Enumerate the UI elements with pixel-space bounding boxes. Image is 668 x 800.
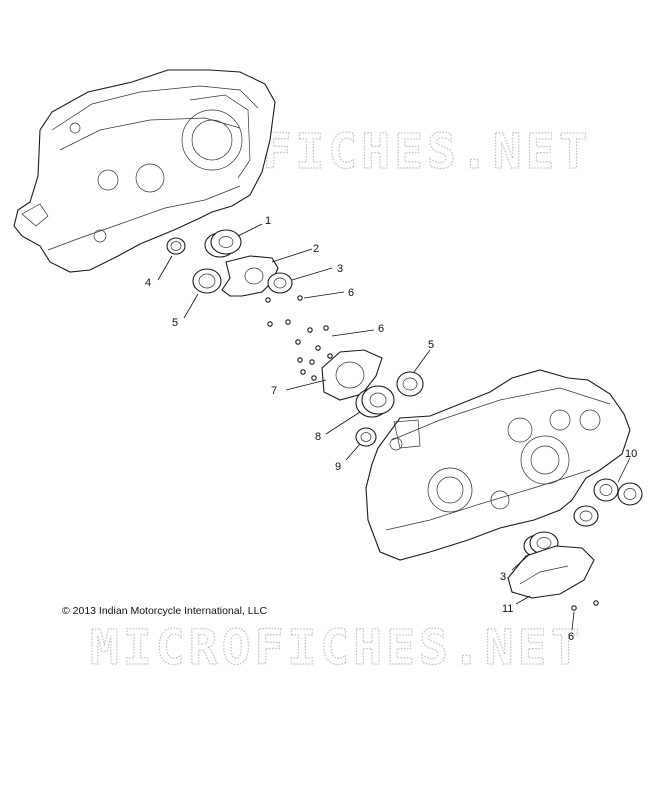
upper-bearing-1 (204, 229, 242, 258)
upper-seal-5 (192, 268, 222, 294)
callout-7: 7 (271, 385, 277, 397)
callout-9: 9 (335, 461, 341, 473)
plate-7 (321, 349, 383, 401)
seal-10b (617, 482, 643, 506)
callout-3: 3 (337, 263, 343, 275)
bearing-lower-right (573, 505, 599, 527)
callout-1: 1 (265, 215, 271, 227)
callout-5b: 5 (428, 339, 434, 351)
upper-plate-2 (221, 255, 279, 297)
callout-11: 11 (502, 603, 513, 615)
callout-labels: 1 2 3 4 5 6 6 7 8 9 5 10 3 11 6 (145, 215, 637, 643)
upper-bearing-3 (267, 272, 293, 294)
callout-5: 5 (172, 317, 178, 329)
callout-8: 8 (315, 431, 321, 443)
bearing-8 (355, 385, 395, 418)
leader-lines (157, 223, 631, 631)
plate-11 (507, 545, 595, 599)
upper-bolts (265, 295, 333, 381)
upper-seal-4 (166, 237, 186, 255)
lower-bolts (571, 600, 599, 611)
seal-10a (593, 478, 619, 502)
callout-6: 6 (348, 287, 354, 299)
seal-5-middle (396, 371, 424, 397)
watermark-bottom: MICROFICHES.NET (90, 620, 583, 676)
copyright-text: © 2013 Indian Motorcycle International, … (62, 605, 268, 617)
seal-9 (355, 427, 377, 447)
callout-2: 2 (313, 243, 319, 255)
callout-10: 10 (625, 448, 637, 460)
callout-3b: 3 (500, 571, 506, 583)
lower-crankcase (365, 369, 631, 561)
callout-4: 4 (145, 277, 151, 289)
upper-crankcase (13, 69, 276, 273)
callout-6c: 6 (568, 631, 574, 643)
callout-6b: 6 (378, 323, 384, 335)
